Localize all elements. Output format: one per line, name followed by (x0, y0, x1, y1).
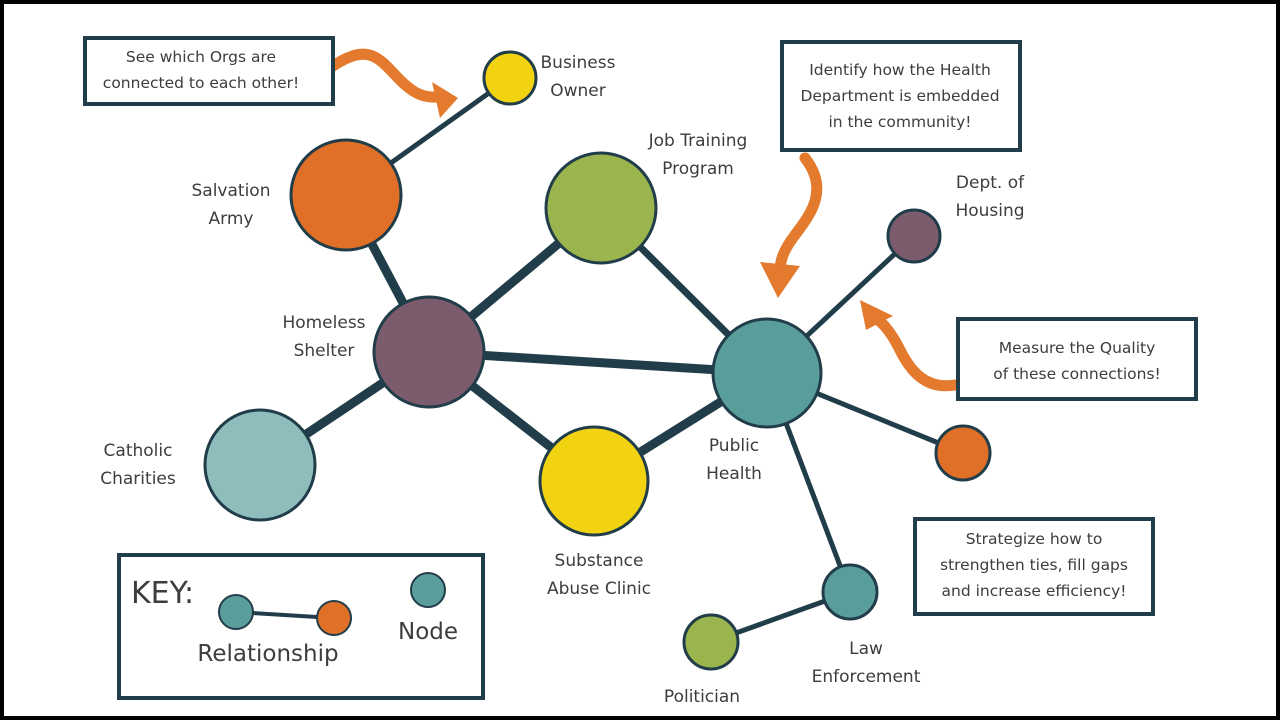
callout-box (83, 36, 335, 106)
node-label-catholic-charities: Catholic (104, 441, 173, 461)
node-unlabeled-orange (934, 424, 992, 482)
callout-box (956, 317, 1198, 401)
node-label-job-training: Program (662, 159, 734, 179)
legend-key: KEY: Relationship Node (117, 553, 485, 700)
callout-text: Strategize how to (966, 530, 1103, 548)
node-business-owner (482, 50, 538, 106)
node-homeless-shelter (372, 295, 486, 409)
node-catholic-charities (203, 408, 317, 522)
key-relationship-node-teal (218, 594, 254, 630)
callout-text: Identify how the Health (809, 61, 991, 79)
node-label-substance-abuse: Substance (555, 551, 644, 571)
key-node-label: Node (398, 619, 458, 645)
node-dept-housing (886, 208, 942, 264)
node-label-law-enforcement: Enforcement (812, 667, 921, 687)
callout-text: and increase efficiency! (942, 582, 1127, 600)
callout-text: in the community! (828, 113, 971, 131)
callout-text: Department is embedded (800, 87, 999, 105)
node-law-enforcement (821, 563, 879, 621)
node-label-public-health: Public (709, 436, 759, 456)
callout-quality: Measure the Quality of these connections! (956, 317, 1198, 401)
node-label-homeless-shelter: Homeless (282, 313, 365, 333)
callout-text: of these connections! (993, 365, 1161, 383)
node-label-business-owner: Owner (550, 81, 606, 101)
key-node-sample (410, 572, 446, 608)
callout-box (780, 40, 1022, 152)
node-label-law-enforcement: Law (849, 639, 883, 659)
callout-box (913, 517, 1155, 616)
node-label-job-training: Job Training (648, 131, 748, 151)
node-politician (682, 613, 740, 671)
node-label-dept-housing: Dept. of (956, 173, 1025, 193)
callout-strategize: Strategize how to strengthen ties, fill g… (913, 517, 1155, 616)
node-label-business-owner: Business (541, 53, 616, 73)
callout-text: Measure the Quality (999, 339, 1156, 357)
node-label-dept-housing: Housing (955, 201, 1024, 221)
callout-text: connected to each other! (103, 74, 299, 92)
arrow-health-dept-icon (760, 152, 823, 298)
key-title: KEY: (131, 576, 194, 611)
callout-orgs: See which Orgs are connected to each othe… (83, 36, 335, 106)
callout-text: strengthen ties, fill gaps (940, 556, 1128, 574)
key-relationship-node-orange (316, 600, 352, 636)
node-salvation-army (289, 138, 403, 252)
node-label-politician: Politician (664, 687, 740, 707)
node-label-salvation-army: Salvation (192, 181, 271, 201)
node-label-homeless-shelter: Shelter (294, 341, 355, 361)
node-label-salvation-army: Army (209, 209, 254, 229)
arrow-orgs-icon (324, 48, 458, 118)
arrow-quality-icon (860, 300, 961, 392)
callout-text: See which Orgs are (126, 48, 276, 66)
node-label-public-health: Health (706, 464, 762, 484)
node-label-catholic-charities: Charities (100, 469, 176, 489)
key-relationship-label: Relationship (197, 641, 338, 667)
node-public-health (711, 317, 823, 429)
node-substance-abuse (538, 425, 650, 537)
node-label-substance-abuse: Abuse Clinic (547, 579, 651, 599)
node-job-training (544, 151, 658, 265)
